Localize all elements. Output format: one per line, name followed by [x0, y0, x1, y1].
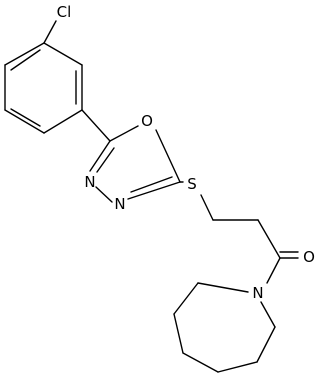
bond-s-ch2 [200, 194, 214, 221]
bond-az-1 [260, 301, 276, 328]
bond-c5-n [127, 181, 181, 200]
atom-ring-oxygen: O [141, 112, 153, 130]
atom-chlorine: Cl [57, 3, 72, 21]
bond-n-c2-double [96, 147, 115, 173]
bond-az-2 [256, 326, 276, 363]
atom-sulfur: S [187, 175, 197, 193]
bond-co-n [266, 257, 281, 284]
azepane-ring [173, 282, 276, 373]
chlorophenyl-ring [4, 20, 83, 134]
bond-phenyl-oxadiazole [81, 109, 111, 142]
atom-nitrogen-a: N [84, 173, 95, 191]
bond-n-n [95, 186, 113, 203]
bond-ring-4 [4, 109, 45, 134]
bond-n-c2 [89, 140, 111, 172]
bond-ring-6 [4, 42, 45, 66]
bond-ring-inner-2 [10, 108, 41, 127]
bond-az-3 [217, 361, 258, 373]
bond-c5-n-double [130, 176, 173, 193]
bond-az-4 [182, 352, 219, 373]
bond-cl-c [43, 20, 57, 44]
oxadiazole-ring [89, 125, 181, 203]
atom-carbonyl-oxygen: O [303, 248, 315, 266]
bond-ring-1 [43, 42, 83, 66]
atom-nitrogen-b: N [114, 195, 125, 213]
bond-az-6 [173, 282, 199, 315]
bond-az-5 [173, 313, 184, 354]
bond-ch2-co [257, 219, 281, 259]
bond-c2-o [109, 125, 139, 142]
bond-ring-inner-3 [10, 49, 41, 71]
bond-ring-3 [43, 109, 83, 134]
atom-amide-nitrogen: N [252, 284, 263, 302]
bond-o-c5 [155, 129, 181, 183]
bond-az-7 [197, 282, 249, 293]
